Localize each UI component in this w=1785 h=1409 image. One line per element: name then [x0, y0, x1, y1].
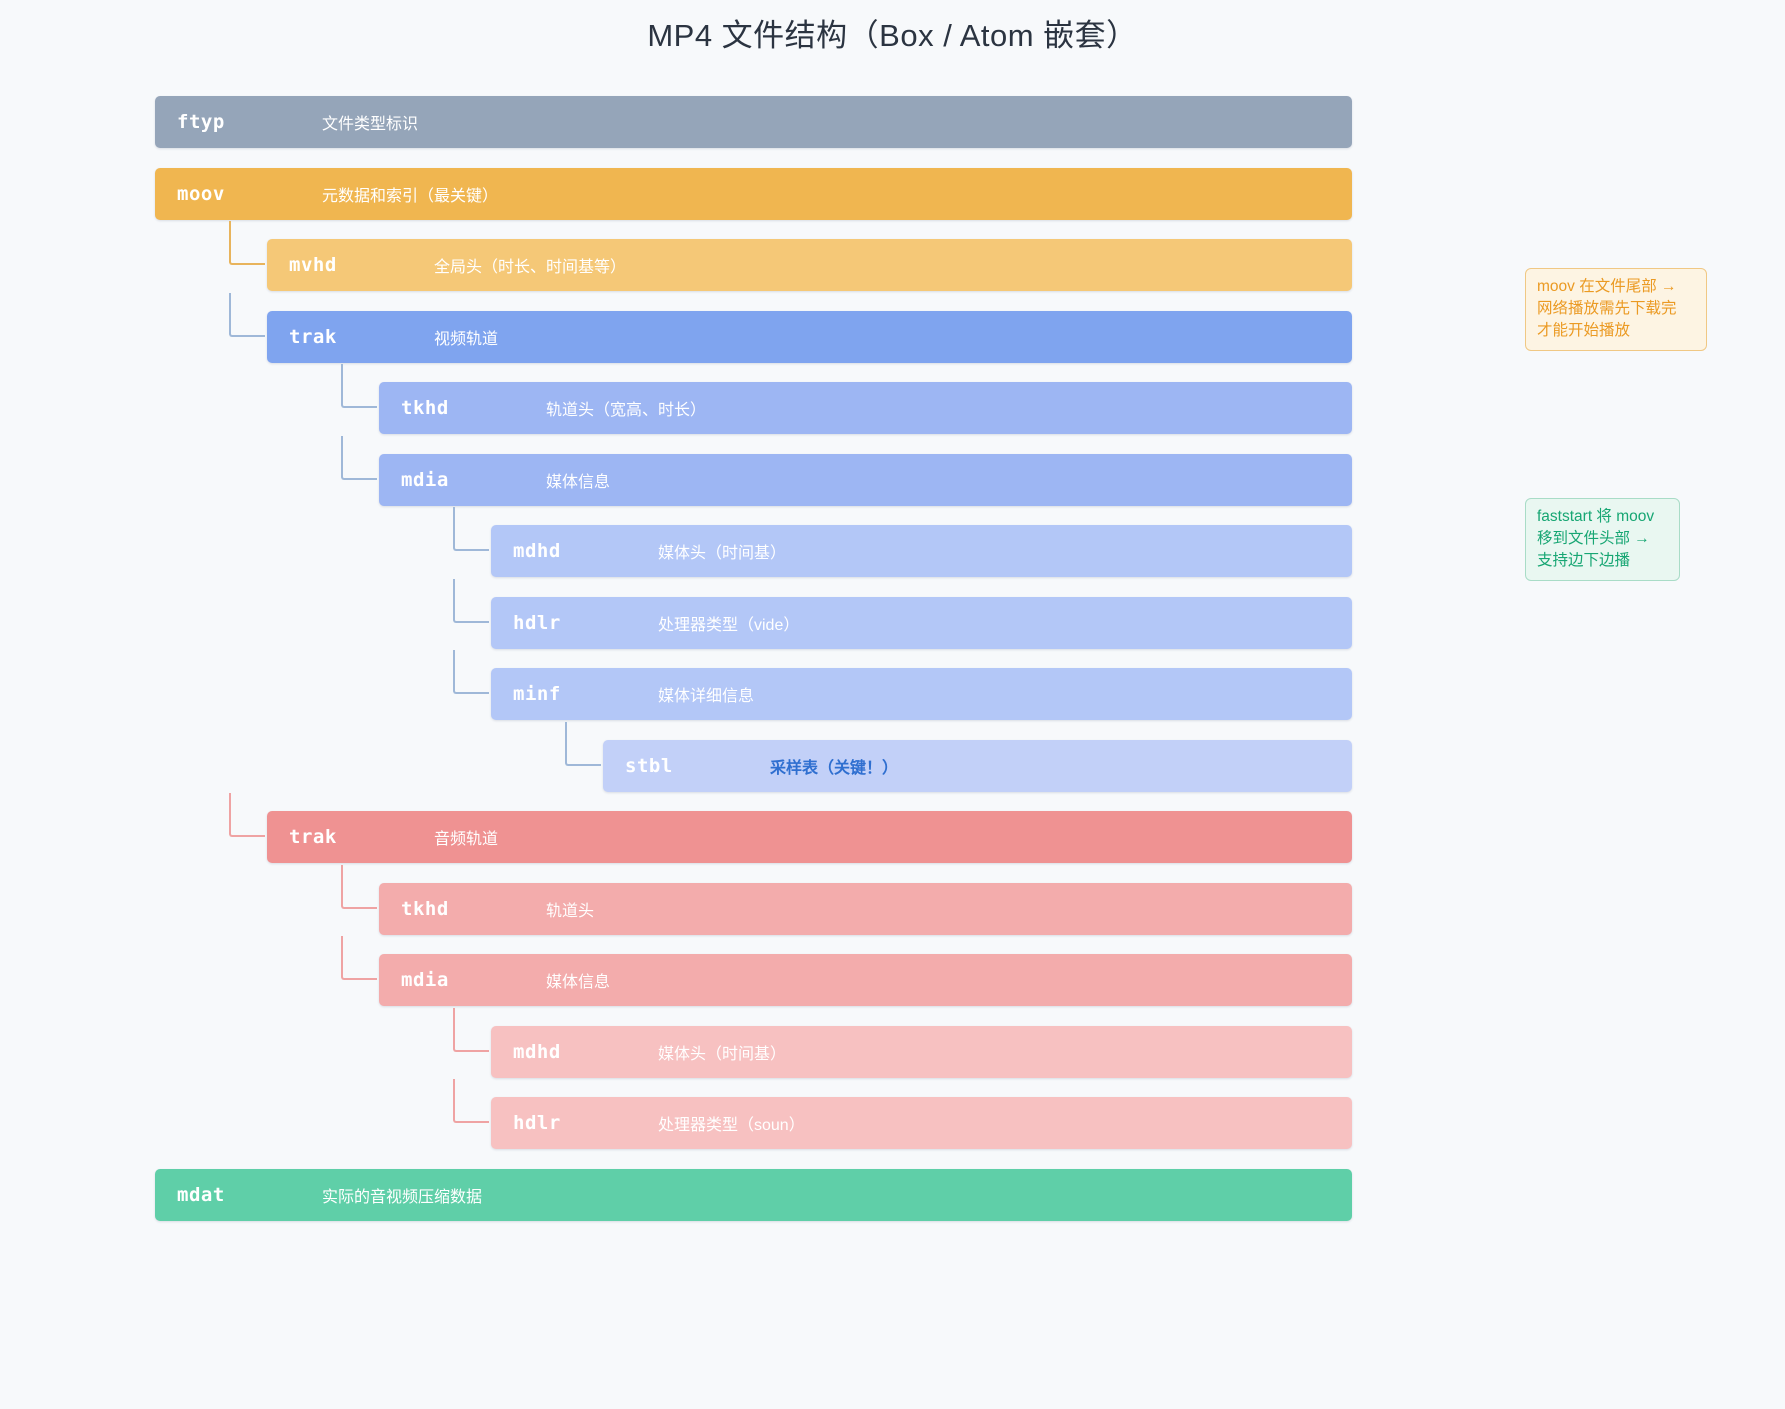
- box-row-content: hdlr 处理器类型（soun）: [491, 1097, 1352, 1149]
- note-moov-tail: moov 在文件尾部 → 网络播放需先下载完 才能开始播放: [1525, 268, 1707, 351]
- box-row-moov[interactable]: moov 元数据和索引（最关键）: [155, 168, 1352, 220]
- box-code-hdlr-video: hdlr: [513, 612, 561, 634]
- tree-connector-hdlr-video: [453, 579, 489, 623]
- box-code-minf-video: minf: [513, 683, 561, 705]
- box-row-content: trak 音频轨道: [267, 811, 1352, 863]
- box-desc-trak-video: 视频轨道: [434, 331, 499, 348]
- box-code-mvhd: mvhd: [289, 254, 337, 276]
- box-row-mdia-video[interactable]: mdia 媒体信息: [379, 454, 1352, 506]
- box-row-hdlr-audio[interactable]: hdlr 处理器类型（soun）: [491, 1097, 1352, 1149]
- box-code-trak-video: trak: [289, 326, 337, 348]
- box-desc-mdat: 实际的音视频压缩数据: [322, 1189, 483, 1206]
- box-row-trak-audio[interactable]: trak 音频轨道: [267, 811, 1352, 863]
- box-desc-moov: 元数据和索引（最关键）: [322, 188, 499, 205]
- box-row-content: mdat 实际的音视频压缩数据: [155, 1169, 1352, 1221]
- box-desc-tkhd-video: 轨道头（宽高、时长）: [546, 402, 707, 419]
- box-row-stbl[interactable]: stbl 采样表（关键！）: [603, 740, 1352, 792]
- box-row-mdia-audio[interactable]: mdia 媒体信息: [379, 954, 1352, 1006]
- tree-connector-mdhd-video: [453, 507, 489, 551]
- page-title: MP4 文件结构（Box / Atom 嵌套）: [647, 18, 1138, 53]
- box-desc-ftyp: 文件类型标识: [322, 116, 419, 133]
- box-row-content: mdhd 媒体头（时间基）: [491, 525, 1352, 577]
- box-desc-mvhd: 全局头（时长、时间基等）: [434, 259, 627, 276]
- box-code-hdlr-audio: hdlr: [513, 1112, 561, 1134]
- box-row-content: trak 视频轨道: [267, 311, 1352, 363]
- box-row-content: mdhd 媒体头（时间基）: [491, 1026, 1352, 1078]
- tree-connector-mdia-audio: [341, 936, 377, 980]
- tree-connector-trak-audio: [229, 793, 265, 837]
- tree-connector-trak-video: [229, 293, 265, 337]
- box-code-ftyp: ftyp: [177, 111, 225, 133]
- box-row-content: minf 媒体详细信息: [491, 668, 1352, 720]
- tree-connector-minf-video: [453, 650, 489, 694]
- box-desc-hdlr-video: 处理器类型（vide）: [658, 617, 800, 634]
- box-desc-mdia-audio: 媒体信息: [546, 974, 611, 991]
- box-code-mdat: mdat: [177, 1184, 225, 1206]
- box-desc-trak-audio: 音频轨道: [434, 831, 499, 848]
- box-row-hdlr-video[interactable]: hdlr 处理器类型（vide）: [491, 597, 1352, 649]
- tree-connector-stbl: [565, 722, 601, 766]
- box-row-mdat[interactable]: mdat 实际的音视频压缩数据: [155, 1169, 1352, 1221]
- tree-connector-hdlr-audio: [453, 1079, 489, 1123]
- box-row-content: tkhd 轨道头: [379, 883, 1352, 935]
- box-code-trak-audio: trak: [289, 826, 337, 848]
- box-row-content: ftyp 文件类型标识: [155, 96, 1352, 148]
- tree-connector-mvhd: [229, 221, 265, 265]
- box-code-mdhd-video: mdhd: [513, 540, 561, 562]
- box-row-content: mvhd 全局头（时长、时间基等）: [267, 239, 1352, 291]
- box-row-mdhd-video[interactable]: mdhd 媒体头（时间基）: [491, 525, 1352, 577]
- box-desc-minf-video: 媒体详细信息: [658, 688, 755, 705]
- box-row-content: tkhd 轨道头（宽高、时长）: [379, 382, 1352, 434]
- tree-connector-mdhd-audio: [453, 1008, 489, 1052]
- box-row-trak-video[interactable]: trak 视频轨道: [267, 311, 1352, 363]
- box-row-content: moov 元数据和索引（最关键）: [155, 168, 1352, 220]
- box-code-tkhd-audio: tkhd: [401, 898, 449, 920]
- box-row-tkhd-video[interactable]: tkhd 轨道头（宽高、时长）: [379, 382, 1352, 434]
- box-code-tkhd-video: tkhd: [401, 397, 449, 419]
- box-row-content: mdia 媒体信息: [379, 954, 1352, 1006]
- box-code-mdia-audio: mdia: [401, 969, 449, 991]
- box-code-stbl: stbl: [625, 755, 673, 777]
- box-desc-mdia-video: 媒体信息: [546, 474, 611, 491]
- box-row-ftyp[interactable]: ftyp 文件类型标识: [155, 96, 1352, 148]
- box-row-minf-video[interactable]: minf 媒体详细信息: [491, 668, 1352, 720]
- tree-connector-tkhd-video: [341, 364, 377, 408]
- box-desc-mdhd-audio: 媒体头（时间基）: [658, 1046, 787, 1063]
- note-faststart: faststart 将 moov 移到文件头部 → 支持边下边播: [1525, 498, 1680, 581]
- box-row-content: hdlr 处理器类型（vide）: [491, 597, 1352, 649]
- box-desc-tkhd-audio: 轨道头: [546, 903, 595, 920]
- box-row-tkhd-audio[interactable]: tkhd 轨道头: [379, 883, 1352, 935]
- tree-connector-tkhd-audio: [341, 865, 377, 909]
- box-code-mdia-video: mdia: [401, 469, 449, 491]
- box-desc-stbl: 采样表（关键！）: [770, 760, 899, 777]
- box-row-content: stbl 采样表（关键！）: [603, 740, 1352, 792]
- tree-connector-mdia-video: [341, 436, 377, 480]
- box-code-mdhd-audio: mdhd: [513, 1041, 561, 1063]
- box-desc-hdlr-audio: 处理器类型（soun）: [658, 1117, 805, 1134]
- box-desc-mdhd-video: 媒体头（时间基）: [658, 545, 787, 562]
- box-row-mdhd-audio[interactable]: mdhd 媒体头（时间基）: [491, 1026, 1352, 1078]
- box-code-moov: moov: [177, 183, 225, 205]
- box-row-content: mdia 媒体信息: [379, 454, 1352, 506]
- box-row-mvhd[interactable]: mvhd 全局头（时长、时间基等）: [267, 239, 1352, 291]
